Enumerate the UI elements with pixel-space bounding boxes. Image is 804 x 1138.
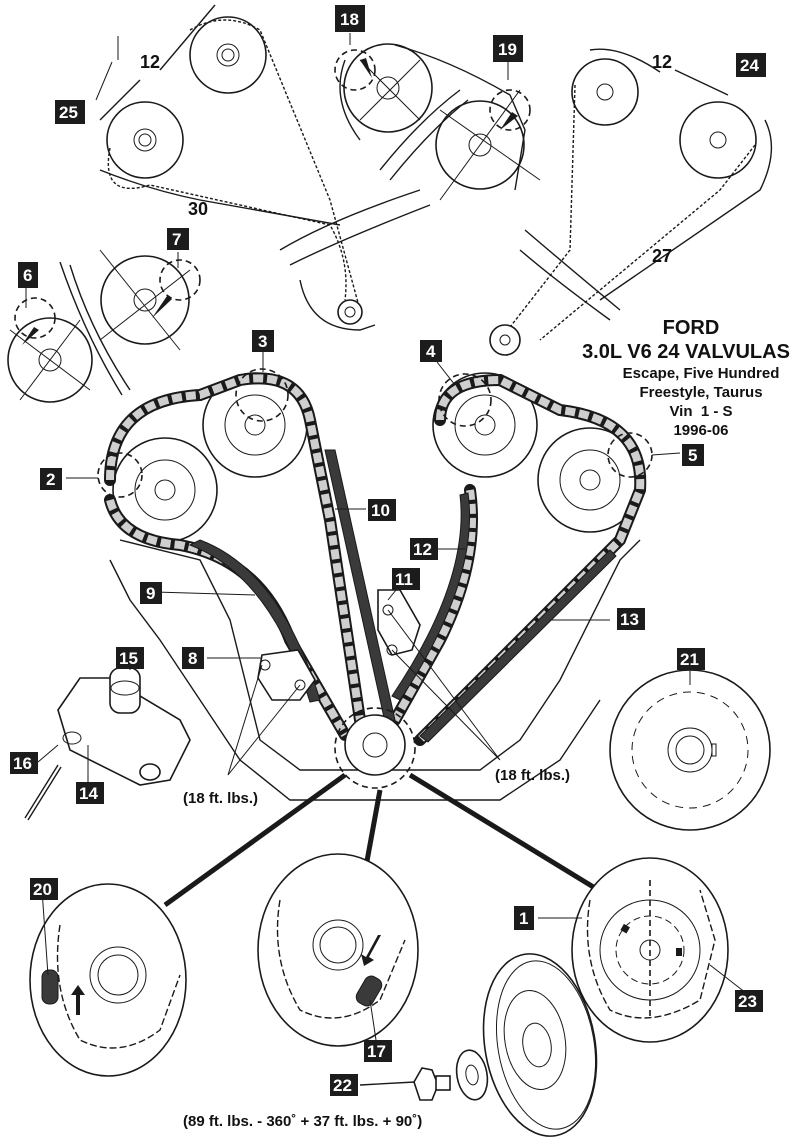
svg-text:3: 3 bbox=[258, 332, 267, 351]
callout-11: 11 bbox=[392, 568, 420, 590]
callout-10: 10 bbox=[368, 499, 396, 521]
svg-text:13: 13 bbox=[620, 610, 639, 629]
svg-text:5: 5 bbox=[688, 446, 697, 465]
zoom-detail-left bbox=[29, 883, 187, 1077]
callout-8: 8 bbox=[182, 647, 204, 669]
title-models-2: Freestyle, Taurus bbox=[639, 384, 763, 401]
callout-7: 7 bbox=[167, 228, 189, 250]
callout-2: 2 bbox=[40, 468, 62, 490]
callout-6: 6 bbox=[18, 262, 38, 288]
svg-text:19: 19 bbox=[498, 40, 517, 59]
link-count-right-upper: 12 bbox=[652, 52, 672, 72]
crank-pulley-assembly bbox=[359, 953, 598, 1137]
crank-washer bbox=[455, 1049, 489, 1101]
cam-sprocket-upper-left bbox=[189, 16, 267, 94]
link-count-left-lower: 30 bbox=[188, 199, 208, 219]
link-count-right-lower: 27 bbox=[652, 246, 672, 266]
title-make: FORD bbox=[662, 317, 720, 339]
callout-14: 14 bbox=[76, 782, 104, 804]
callout-22: 22 bbox=[330, 1074, 358, 1096]
svg-text:24: 24 bbox=[740, 56, 759, 75]
svg-text:22: 22 bbox=[333, 1076, 352, 1095]
callout-12: 12 bbox=[410, 538, 438, 560]
engine-front-view bbox=[97, 368, 653, 908]
link-count-left-upper: 12 bbox=[140, 52, 160, 72]
svg-text:2: 2 bbox=[46, 470, 55, 489]
guide-13 bbox=[419, 549, 617, 743]
cam-sprocket-detail bbox=[609, 669, 771, 831]
svg-text:25: 25 bbox=[59, 103, 78, 122]
callout-16: 16 bbox=[10, 752, 38, 774]
callout-5: 5 bbox=[682, 444, 704, 466]
svg-text:23: 23 bbox=[738, 992, 757, 1011]
torque-spec-right-tensioner: (18 ft. lbs.) bbox=[495, 767, 571, 784]
torque-spec-crank-bolt: (89 ft. lbs. - 360˚ + 37 ft. lbs. + 90˚) bbox=[183, 1113, 423, 1130]
svg-text:21: 21 bbox=[680, 650, 699, 669]
svg-text:18: 18 bbox=[340, 10, 359, 29]
callout-15: 15 bbox=[116, 647, 144, 669]
zoom-detail-right bbox=[571, 857, 729, 1043]
right-bank-detail-view bbox=[334, 43, 541, 201]
title-block: FORD 3.0L V6 24 VALVULAS Escape, Five Hu… bbox=[578, 316, 804, 440]
guide-12 bbox=[391, 492, 471, 701]
svg-text:16: 16 bbox=[13, 754, 32, 773]
callout-24: 24 bbox=[736, 53, 766, 77]
title-engine: 3.0L V6 24 VALVULAS bbox=[582, 341, 790, 363]
callout-3: 3 bbox=[252, 330, 274, 352]
crank-sprocket bbox=[344, 714, 406, 776]
svg-text:10: 10 bbox=[371, 501, 390, 520]
callout-9: 9 bbox=[140, 582, 162, 604]
svg-text:1: 1 bbox=[519, 909, 528, 928]
svg-text:12: 12 bbox=[413, 540, 432, 559]
zoom-detail-center bbox=[257, 853, 419, 1047]
callout-19: 19 bbox=[493, 35, 523, 62]
right-secondary-chain-view bbox=[489, 48, 773, 356]
svg-text:15: 15 bbox=[119, 649, 138, 668]
callout-23: 23 bbox=[735, 990, 763, 1012]
callout-4: 4 bbox=[420, 340, 442, 362]
callout-21: 21 bbox=[677, 648, 705, 670]
svg-text:9: 9 bbox=[146, 584, 155, 603]
callout-1: 1 bbox=[514, 906, 534, 930]
svg-text:14: 14 bbox=[79, 784, 98, 803]
svg-text:7: 7 bbox=[172, 230, 181, 249]
callout-13: 13 bbox=[617, 608, 645, 630]
crank-pulley bbox=[482, 953, 598, 1137]
svg-text:8: 8 bbox=[188, 649, 197, 668]
svg-text:20: 20 bbox=[33, 880, 52, 899]
svg-text:6: 6 bbox=[23, 266, 32, 285]
title-years: 1996-06 bbox=[673, 422, 729, 439]
cam-sprocket-lower-left bbox=[106, 101, 184, 179]
cam-sprocket-right-intake bbox=[432, 372, 538, 478]
tensioner-assembly bbox=[24, 667, 191, 821]
title-vin: Vin 1 - S bbox=[669, 403, 733, 420]
svg-text:17: 17 bbox=[367, 1042, 386, 1061]
callout-25: 25 bbox=[55, 100, 85, 124]
left-bank-detail-view bbox=[7, 249, 201, 403]
callout-18: 18 bbox=[335, 5, 365, 32]
callout-17: 17 bbox=[364, 1040, 392, 1062]
torque-spec-left-tensioner: (18 ft. lbs.) bbox=[183, 790, 259, 807]
guide-10 bbox=[324, 449, 396, 723]
title-models-1: Escape, Five Hundred bbox=[622, 365, 780, 382]
crank-bolt bbox=[413, 1067, 439, 1101]
left-secondary-chain-view bbox=[99, 4, 431, 331]
svg-text:4: 4 bbox=[426, 342, 436, 361]
svg-text:11: 11 bbox=[395, 570, 413, 589]
callout-20: 20 bbox=[30, 878, 58, 900]
